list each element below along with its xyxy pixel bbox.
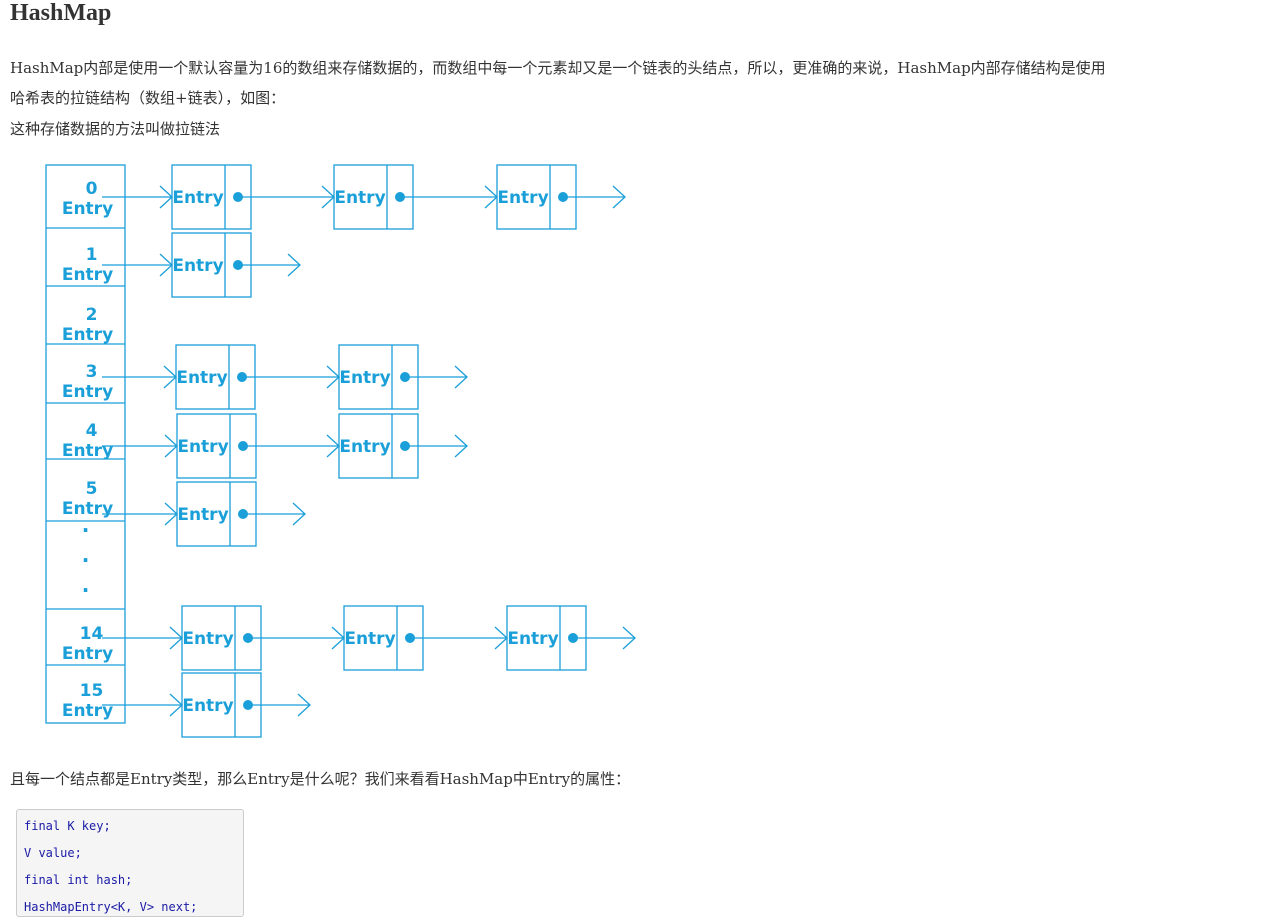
next-null-arrow-head	[297, 693, 311, 717]
entry-node-label: Entry	[177, 437, 228, 457]
entry-node-label: Entry	[339, 368, 390, 388]
next-null-arrow-head	[454, 434, 468, 458]
bucket-index-1: 1	[86, 245, 98, 265]
bucket-index-15: 15	[80, 681, 104, 701]
ellipsis-dot: .	[82, 513, 90, 537]
page-title: HashMap	[10, 0, 112, 26]
entry-node-label: Entry	[339, 437, 390, 457]
next-null-arrow-head	[287, 253, 301, 277]
bucket-label-14: Entry	[62, 644, 113, 664]
bucket-label-15: Entry	[62, 701, 113, 721]
code-line: final int hash;	[24, 873, 133, 887]
bucket-label-0: Entry	[62, 199, 113, 219]
bucket-label-4: Entry	[62, 441, 113, 461]
bucket-index-14: 14	[80, 624, 104, 644]
entry-node-label: Entry	[507, 629, 558, 649]
entry-node-label: Entry	[497, 188, 548, 208]
entry-node-label: Entry	[172, 188, 223, 208]
code-line: HashMapEntry<K, V> next;	[24, 900, 198, 914]
entry-description: 且每一个结点都是Entry类型，那么Entry是什么呢？我们来看看HashMap…	[10, 770, 631, 788]
intro-line-3: 这种存储数据的方法叫做拉链法	[10, 120, 221, 138]
bucket-index-3: 3	[86, 362, 98, 382]
bucket-label-5: Entry	[62, 499, 113, 519]
intro-line-1: HashMap内部是使用一个默认容量为16的数组来存储数据的，而数组中每一个元素…	[10, 59, 1106, 77]
bucket-label-1: Entry	[62, 265, 113, 285]
bucket-index-5: 5	[86, 479, 98, 499]
entry-node-label: Entry	[334, 188, 385, 208]
bucket-index-0: 0	[86, 179, 98, 199]
entry-node-label: Entry	[182, 696, 233, 716]
next-null-arrow-head	[612, 185, 626, 209]
entry-node-label: Entry	[177, 505, 228, 525]
next-null-arrow-head	[622, 626, 636, 650]
ellipsis-dot: .	[82, 543, 90, 567]
code-block: final K key; V value; final int hash; Ha…	[16, 809, 244, 917]
bucket-index-2: 2	[86, 305, 98, 325]
bucket-label-3: Entry	[62, 382, 113, 402]
bucket-label-2: Entry	[62, 325, 113, 345]
intro-line-2: 哈希表的拉链结构（数组+链表），如图：	[10, 89, 286, 107]
array-column	[45, 164, 126, 724]
ellipsis-dot: .	[82, 573, 90, 597]
entry-node-label: Entry	[172, 256, 223, 276]
entry-node-label: Entry	[176, 368, 227, 388]
bucket-index-4: 4	[86, 421, 98, 441]
entry-node-label: Entry	[344, 629, 395, 649]
entry-node-label: Entry	[182, 629, 233, 649]
intro-paragraph: HashMap内部是使用一个默认容量为16的数组来存储数据的，而数组中每一个元素…	[10, 53, 1270, 113]
code-line: V value;	[24, 846, 82, 860]
next-null-arrow-head	[454, 365, 468, 389]
next-null-arrow-head	[292, 502, 306, 526]
code-line: final K key;	[24, 819, 111, 833]
